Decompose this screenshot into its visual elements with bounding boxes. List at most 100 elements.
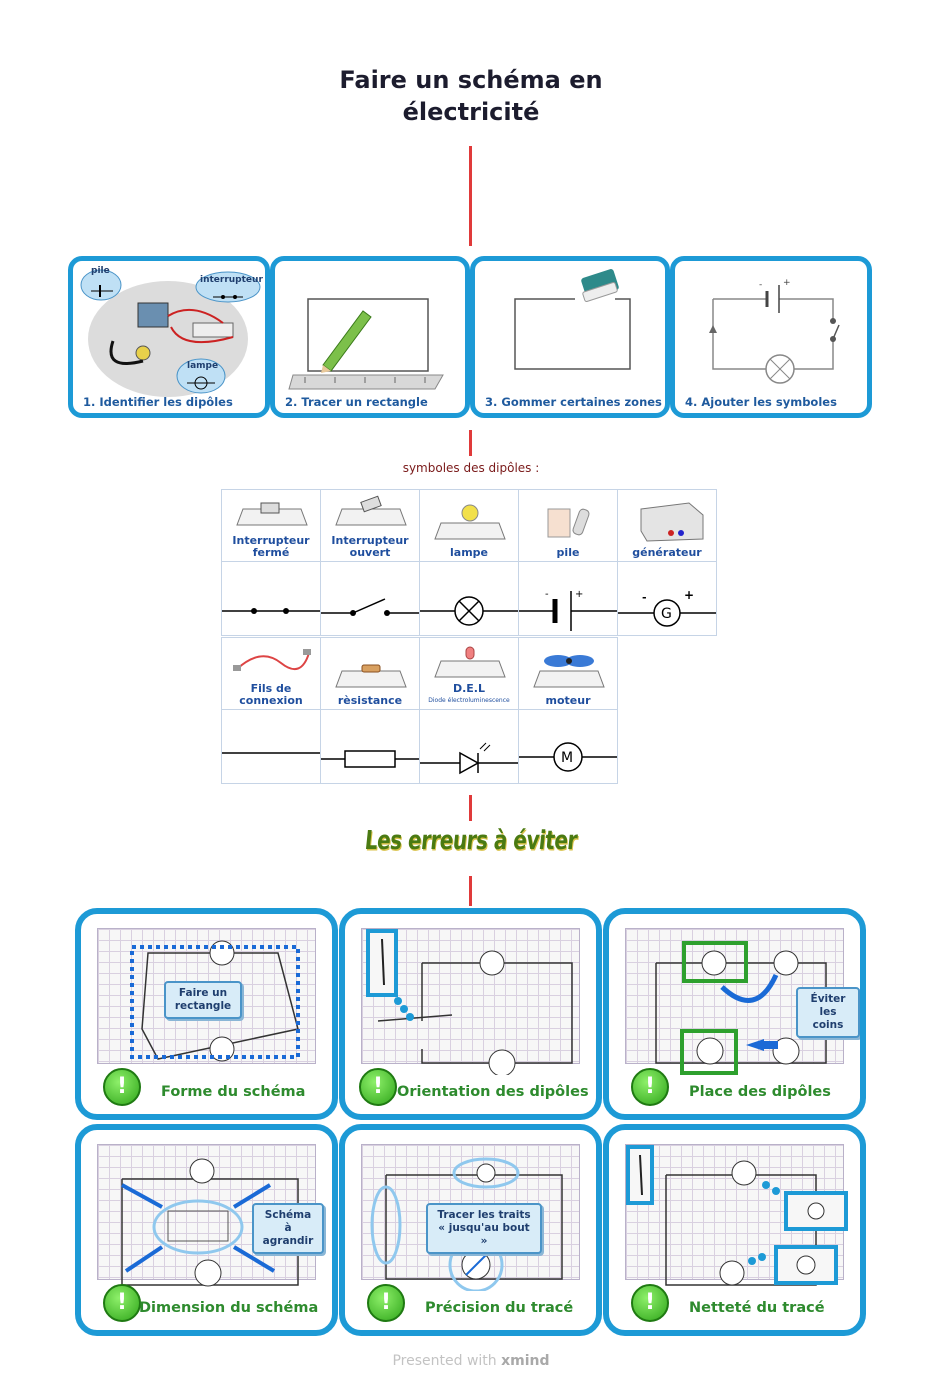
error-card-sketch: Tracer les traits « jusqu'au bout » (361, 1144, 580, 1291)
label-open-switch: Interrupteur ouvert (331, 534, 409, 559)
error-caption: Dimension du schéma (139, 1300, 319, 1316)
step-card-symbols: - + 4. Ajouter les symboles (670, 256, 872, 418)
step-caption: 4. Ajouter les symboles (685, 395, 837, 409)
circuit-photo-illustration (80, 269, 261, 397)
symbol-cell-lamp: lampe (419, 489, 519, 562)
wire-symbol (221, 709, 321, 784)
tag-pile: pile (91, 266, 110, 276)
error-card-sketch (361, 928, 580, 1075)
warning-icon: ! (103, 1068, 141, 1106)
battery-symbol: -+ (518, 561, 618, 636)
lamp-photo (434, 504, 506, 540)
eraser-illustration (514, 269, 631, 370)
led-photo (434, 646, 506, 678)
label-resistor: rèsistance (337, 694, 403, 707)
symbol-cell-wire: Fils de connexion (221, 637, 321, 710)
error-card-placement: Éviter les coins ! Place des dipôles (603, 908, 866, 1120)
callout-corners: Éviter les coins (796, 987, 860, 1038)
error-card-sketch: Schéma à agrandir (97, 1144, 324, 1287)
step-card-rectangle: 2. Tracer un rectangle (270, 256, 470, 418)
tag-interrupteur: interrupteur (200, 275, 263, 285)
label-wire: Fils de connexion (239, 682, 303, 707)
error-caption: Netteté du tracé (689, 1300, 825, 1316)
label-battery: pile (556, 546, 580, 559)
step-caption: 1. Identifier les dipôles (83, 395, 233, 409)
symbol-cell-resistor: rèsistance (320, 637, 420, 710)
plus-sign: + (783, 278, 791, 288)
error-caption: Place des dipôles (689, 1084, 831, 1100)
symbol-cell-open-switch: Interrupteur ouvert (320, 489, 420, 562)
step-caption: 2. Tracer un rectangle (285, 395, 428, 409)
plus-sign: + (575, 589, 583, 600)
connector-line (469, 795, 472, 821)
wire-photo (233, 649, 311, 671)
callout-enlarge: Schéma à agrandir (252, 1203, 324, 1254)
battery-photo (547, 508, 590, 538)
step-caption: 3. Gommer certaines zones (485, 395, 662, 409)
label-closed-switch: Interrupteur fermé (232, 534, 310, 559)
symbol-cell-generator: générateur (617, 489, 717, 562)
lamp-symbol (419, 561, 519, 636)
footer: Presented with xmind (300, 1353, 642, 1369)
symbol-cell-battery: pile (518, 489, 618, 562)
motor-photo (533, 655, 605, 688)
symbol-cell-motor: moteur (518, 637, 618, 710)
connector-line (469, 146, 472, 246)
footer-prefix: Presented with (392, 1353, 497, 1369)
callout-lines: Tracer les traits « jusqu'au bout » (426, 1203, 542, 1254)
connector-line (469, 430, 472, 456)
page-title: Faire un schéma en électricité (339, 66, 603, 126)
connector-line (469, 876, 472, 906)
generator-symbol: G - + (617, 561, 717, 636)
error-card-shape: Faire un rectangle ! Forme du schéma (75, 908, 338, 1120)
symbols-heading: symboles des dipôles : (402, 461, 540, 475)
resistor-symbol (320, 709, 420, 784)
plus-sign: + (684, 588, 694, 602)
minus-sign: - (642, 591, 647, 604)
rectangle-ruler-illustration (288, 298, 444, 390)
closed-switch-symbol (221, 561, 321, 636)
motor-symbol: M (518, 709, 618, 784)
warning-icon: ! (367, 1284, 405, 1322)
label-lamp: lampe (450, 546, 488, 559)
warning-icon: ! (359, 1068, 397, 1106)
generator-letter: G (661, 606, 672, 622)
warning-icon: ! (631, 1068, 669, 1106)
final-circuit-illustration: - + (709, 278, 840, 384)
symbols-table-top: Interrupteur fermé Interrupteur ouvert l… (221, 489, 717, 636)
closed-switch-photo (236, 502, 308, 526)
label-motor: moteur (545, 694, 591, 707)
led-symbol (419, 709, 519, 784)
error-card-sketch: Éviter les coins (625, 928, 860, 1075)
footer-brand: xmind (501, 1353, 550, 1369)
errors-heading: Les erreurs à éviter (363, 824, 579, 856)
warning-icon: ! (631, 1284, 669, 1322)
step-card-identify: pile interrupteur lampe 1. Identifier le… (68, 256, 270, 418)
open-switch-symbol (320, 561, 420, 636)
label-generator: générateur (632, 546, 702, 559)
error-card-neatness: ! Netteté du tracé (603, 1124, 866, 1336)
error-card-precision: Tracer les traits « jusqu'au bout » ! Pr… (339, 1124, 602, 1336)
minus-sign: - (545, 589, 549, 600)
symbol-cell-closed-switch: Interrupteur fermé (221, 489, 321, 562)
step-card-erase: 3. Gommer certaines zones (470, 256, 670, 418)
tag-lampe: lampe (187, 361, 219, 371)
label-led-sub: Diode électroluminescence (428, 697, 510, 704)
error-caption: Orientation des dipôles (397, 1084, 589, 1100)
error-card-size: Schéma à agrandir ! Dimension du schéma (75, 1124, 338, 1336)
error-card-sketch: Faire un rectangle (97, 928, 316, 1064)
error-caption: Précision du tracé (425, 1300, 574, 1316)
error-card-orientation: ! Orientation des dipôles (339, 908, 602, 1120)
open-switch-photo (335, 495, 407, 526)
resistor-photo (335, 664, 407, 688)
error-caption: Forme du schéma (161, 1084, 306, 1100)
motor-letter: M (561, 750, 573, 766)
generator-photo (640, 502, 704, 542)
minus-sign: - (759, 280, 762, 290)
error-card-sketch (625, 1144, 848, 1286)
warning-icon: ! (103, 1284, 141, 1322)
callout-rectangle: Faire un rectangle (164, 981, 242, 1019)
